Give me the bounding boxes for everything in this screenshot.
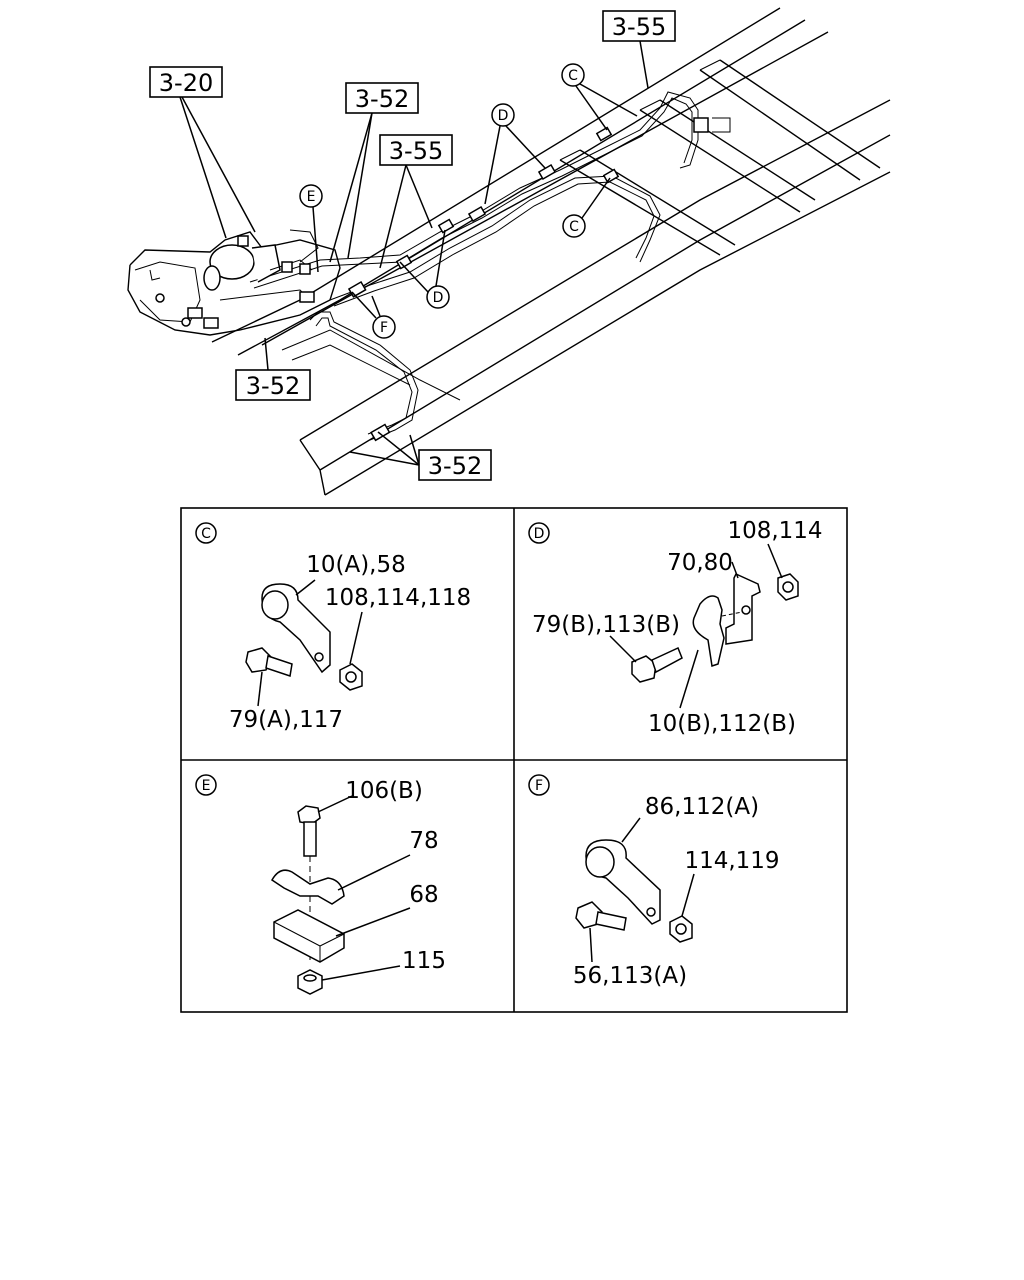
callout-d-bottom-text: D xyxy=(433,290,444,306)
ref-3-52-top: 3-52 xyxy=(345,82,419,114)
detail-c-clamp-label: 10(A),58 xyxy=(306,552,406,578)
detail-c-bolt-label: 79(A),117 xyxy=(229,707,343,733)
detail-c-nut xyxy=(339,663,363,691)
ref-3-52-top-text: 3-52 xyxy=(355,85,409,113)
detail-c-clamp xyxy=(261,583,331,674)
detail-e-block xyxy=(273,909,345,963)
detail-e-block-label: 68 xyxy=(409,882,438,908)
detail-c-nut-label: 108,114,118 xyxy=(325,585,471,611)
detail-f-letter: F xyxy=(535,778,543,794)
ref-3-20: 3-20 xyxy=(149,66,223,98)
detail-d-clamp-label: 10(B),112(B) xyxy=(648,711,796,737)
detail-e-clamp-label: 78 xyxy=(409,828,438,854)
detail-d: D 108,114 70,80 79(B),113(B) 10(B),112(B… xyxy=(528,518,823,737)
callout-d-bottom: D xyxy=(399,229,450,309)
detail-e: E 106(B) 78 68 115 xyxy=(195,774,446,995)
detail-e-bolt-label: 106(B) xyxy=(345,778,423,804)
callout-c-top-text: C xyxy=(568,68,578,84)
detail-d-nut-label: 108,114 xyxy=(727,518,822,544)
detail-e-clamp xyxy=(271,869,345,905)
detail-d-bolt-label: 79(B),113(B) xyxy=(532,612,680,638)
ref-leaders xyxy=(179,40,649,466)
callout-c-right: C xyxy=(562,177,611,238)
callout-c-right-text: C xyxy=(569,219,579,235)
ref-3-52-bottom-text: 3-52 xyxy=(428,452,482,480)
detail-f-nut-label: 114,119 xyxy=(684,848,779,874)
detail-e-nut-label: 115 xyxy=(402,948,446,974)
detail-f-nut xyxy=(669,915,693,943)
detail-c: C 10(A),58 108,114,118 79(A),117 xyxy=(195,522,471,733)
detail-grid xyxy=(180,507,848,1013)
detail-d-letter: D xyxy=(534,526,545,542)
ref-3-55-top: 3-55 xyxy=(602,10,676,42)
detail-d-bolt xyxy=(631,646,683,683)
detail-f-clamp-label: 86,112(A) xyxy=(645,794,759,820)
detail-e-nut xyxy=(297,969,323,995)
overview-drawing: 3-20 3-52 3-55 3-55 3-52 3-52 xyxy=(127,7,891,496)
detail-d-bracket-label: 70,80 xyxy=(667,550,733,576)
callout-f-text: F xyxy=(380,320,388,336)
detail-d-bracket xyxy=(725,573,761,645)
ref-3-55-mid-text: 3-55 xyxy=(389,137,443,165)
detail-e-letter: E xyxy=(202,778,211,794)
ref-3-52-left: 3-52 xyxy=(235,369,311,401)
cross-members xyxy=(559,59,881,256)
ref-3-52-left-text: 3-52 xyxy=(246,372,300,400)
detail-d-clamp xyxy=(692,595,725,667)
detail-f-bolt xyxy=(575,901,627,931)
detail-f: F 86,112(A) 114,119 56,113(A) xyxy=(528,774,780,989)
callout-d-top-text: D xyxy=(498,108,509,124)
ref-3-52-bottom: 3-52 xyxy=(418,449,492,481)
detail-d-nut xyxy=(777,573,799,601)
callout-f: F xyxy=(351,291,396,339)
ref-3-55-mid: 3-55 xyxy=(379,134,453,166)
callout-e: E xyxy=(299,184,323,273)
detail-f-bolt-label: 56,113(A) xyxy=(573,963,687,989)
callout-e-text: E xyxy=(307,189,316,205)
ref-3-20-text: 3-20 xyxy=(159,69,213,97)
detail-c-bolt xyxy=(245,647,293,677)
ref-3-55-top-text: 3-55 xyxy=(612,13,666,41)
brake-unit xyxy=(127,229,341,336)
callout-c-top: C xyxy=(561,63,638,131)
detail-c-letter: C xyxy=(201,526,211,542)
callout-d-top: D xyxy=(484,103,546,205)
detail-f-clamp xyxy=(585,839,661,925)
detail-e-bolt xyxy=(297,805,321,857)
